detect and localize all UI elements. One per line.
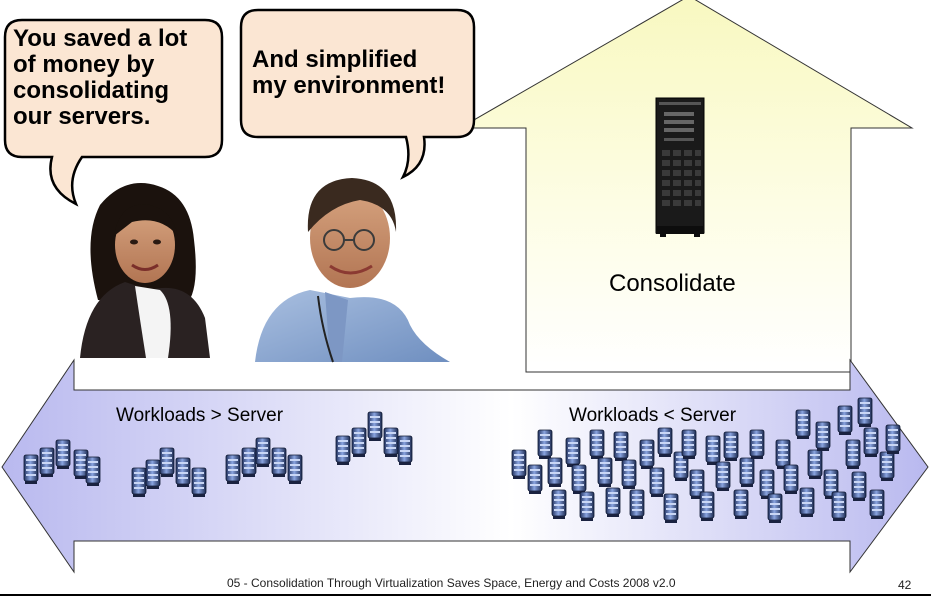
page-number: 42 <box>898 578 912 592</box>
footer-caption: 05 - Consolidation Through Virtualizatio… <box>227 576 676 590</box>
speech-bubble-right <box>239 8 476 180</box>
speech-bubble-left <box>3 18 224 207</box>
double-arrow <box>1 358 929 574</box>
bubble-right-text: And simplified my environment! <box>252 46 446 99</box>
woman-photo <box>80 183 210 358</box>
workloads-gt-server-label: Workloads > Server <box>116 405 284 426</box>
mainframe-server-icon <box>655 97 705 237</box>
workloads-lt-server-label: Workloads < Server <box>569 405 737 426</box>
consolidate-label: Consolidate <box>609 270 736 297</box>
bubble-left-text: You saved a lot of money by consolidatin… <box>13 25 188 130</box>
man-photo <box>255 178 450 363</box>
